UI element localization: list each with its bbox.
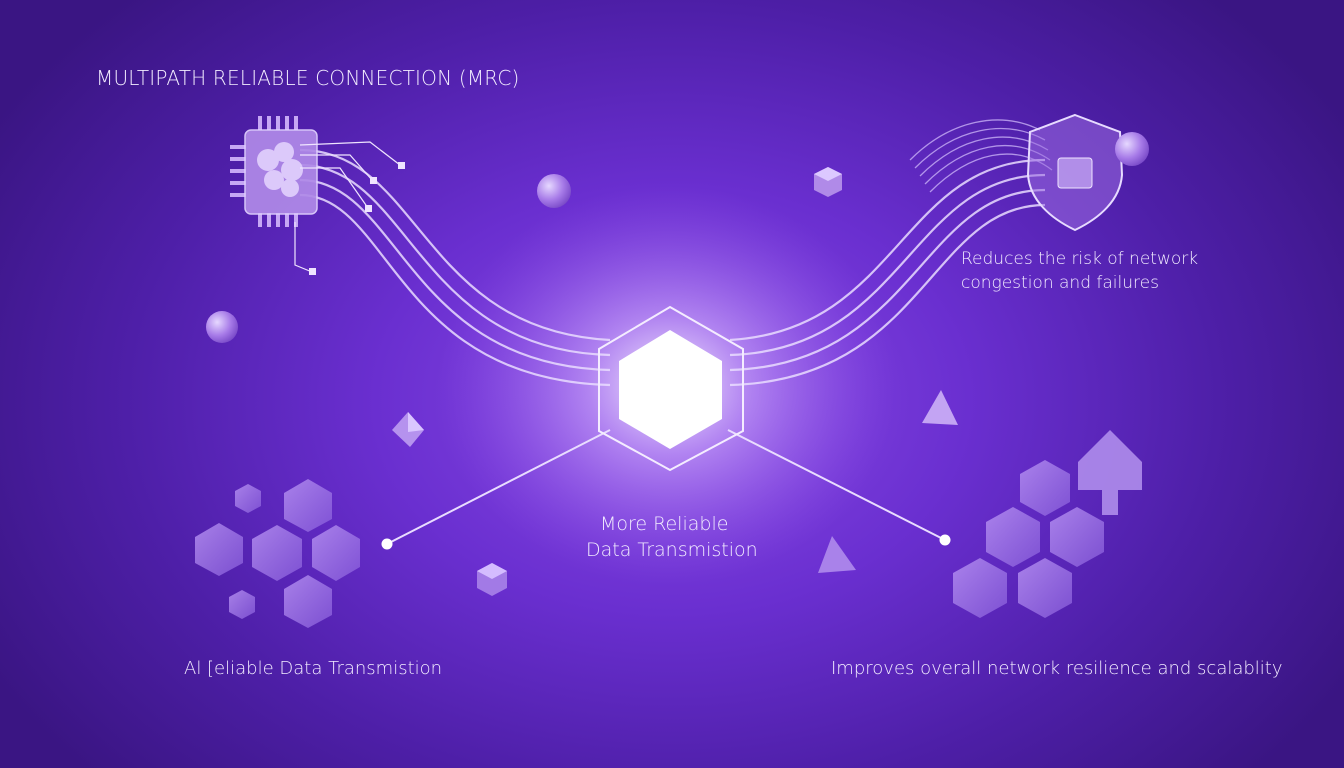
floating-pyramid: [818, 536, 856, 573]
connector-dot-left: [381, 538, 393, 550]
central-hexagon-node-icon: [598, 305, 744, 472]
label-ai-reliable-transmission: Al [eliable Data Transmistion: [184, 658, 443, 679]
left-flow-lines: [299, 148, 611, 387]
label-reduces-risk-line1: Reduces the risk of network: [961, 249, 1199, 269]
floating-sphere: [537, 174, 571, 208]
center-caption-line1: More Reliable: [600, 513, 729, 535]
connector-left: [386, 429, 611, 545]
floating-cube: [477, 563, 507, 596]
upload-arrow-icon: [1078, 430, 1142, 515]
label-improves-resilience: Improves overall network resilience and …: [831, 658, 1283, 679]
right-flow-lines: [729, 158, 1046, 387]
center-caption-line2: Data Transmistion: [586, 539, 758, 561]
floating-pyramid: [922, 390, 958, 425]
diagram-title: MULTIPATH RELIABLE CONNECTION (MRC): [96, 66, 520, 90]
connector-right: [727, 429, 946, 541]
connector-dot-right: [939, 534, 951, 546]
floating-gem: [392, 412, 424, 447]
label-reduces-risk: Reduces the risk of network congestion a…: [961, 247, 1198, 295]
ai-chip-icon: [230, 116, 405, 275]
label-reduces-risk-line2: congestion and failures: [961, 273, 1159, 293]
floating-sphere: [206, 311, 238, 343]
shield-chip-icon: [1026, 113, 1149, 232]
center-caption: More Reliable Data Transmistion: [586, 511, 758, 563]
floating-cube: [814, 167, 842, 197]
hexagon-cluster-icon: [953, 460, 1104, 618]
hexagon-cluster-icon: [195, 479, 360, 628]
